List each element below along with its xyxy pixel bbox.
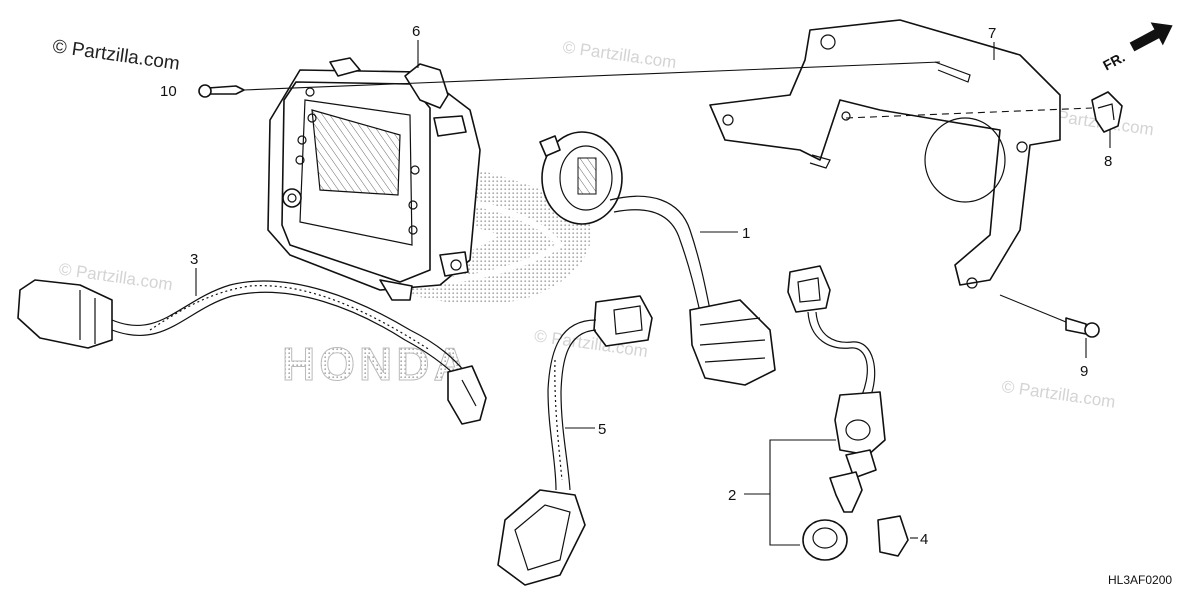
callout-3: 3 bbox=[190, 251, 198, 268]
callouts: 6 7 8 9 1 3 5 2 4 10 bbox=[160, 23, 1112, 548]
watermark-text: © Partzilla.com bbox=[1001, 377, 1117, 412]
wire-harness-part-5 bbox=[497, 295, 653, 586]
callout-10: 10 bbox=[160, 83, 177, 100]
callout-9: 9 bbox=[1080, 363, 1088, 380]
callout-1: 1 bbox=[742, 225, 750, 242]
copyright-watermark: © Partzilla.com bbox=[51, 36, 181, 75]
callout-2: 2 bbox=[728, 487, 736, 504]
diagram-code: HL3AF0200 bbox=[1108, 573, 1172, 587]
meter-assembly bbox=[267, 57, 481, 301]
callout-7: 7 bbox=[988, 25, 996, 42]
honda-logo-text: HONDA bbox=[282, 338, 471, 390]
clip-part-8 bbox=[1091, 91, 1123, 133]
wire-harness-part-3 bbox=[17, 279, 487, 425]
front-direction-indicator: FR. bbox=[1100, 22, 1173, 74]
screw-part-10 bbox=[198, 84, 245, 98]
watermark-text: © Partzilla.com bbox=[562, 37, 678, 72]
callout-4: 4 bbox=[920, 531, 928, 548]
ignition-switch-assembly bbox=[787, 265, 909, 561]
arrow-right-icon bbox=[1129, 22, 1173, 52]
socket-harness bbox=[539, 131, 776, 386]
front-direction-label: FR. bbox=[1100, 49, 1127, 74]
callout-6: 6 bbox=[412, 23, 420, 40]
meter-bracket bbox=[709, 19, 1061, 289]
callout-5: 5 bbox=[598, 421, 606, 438]
leader-lines bbox=[195, 40, 1111, 546]
bolt-part-9 bbox=[1065, 317, 1100, 338]
callout-8: 8 bbox=[1104, 153, 1112, 170]
